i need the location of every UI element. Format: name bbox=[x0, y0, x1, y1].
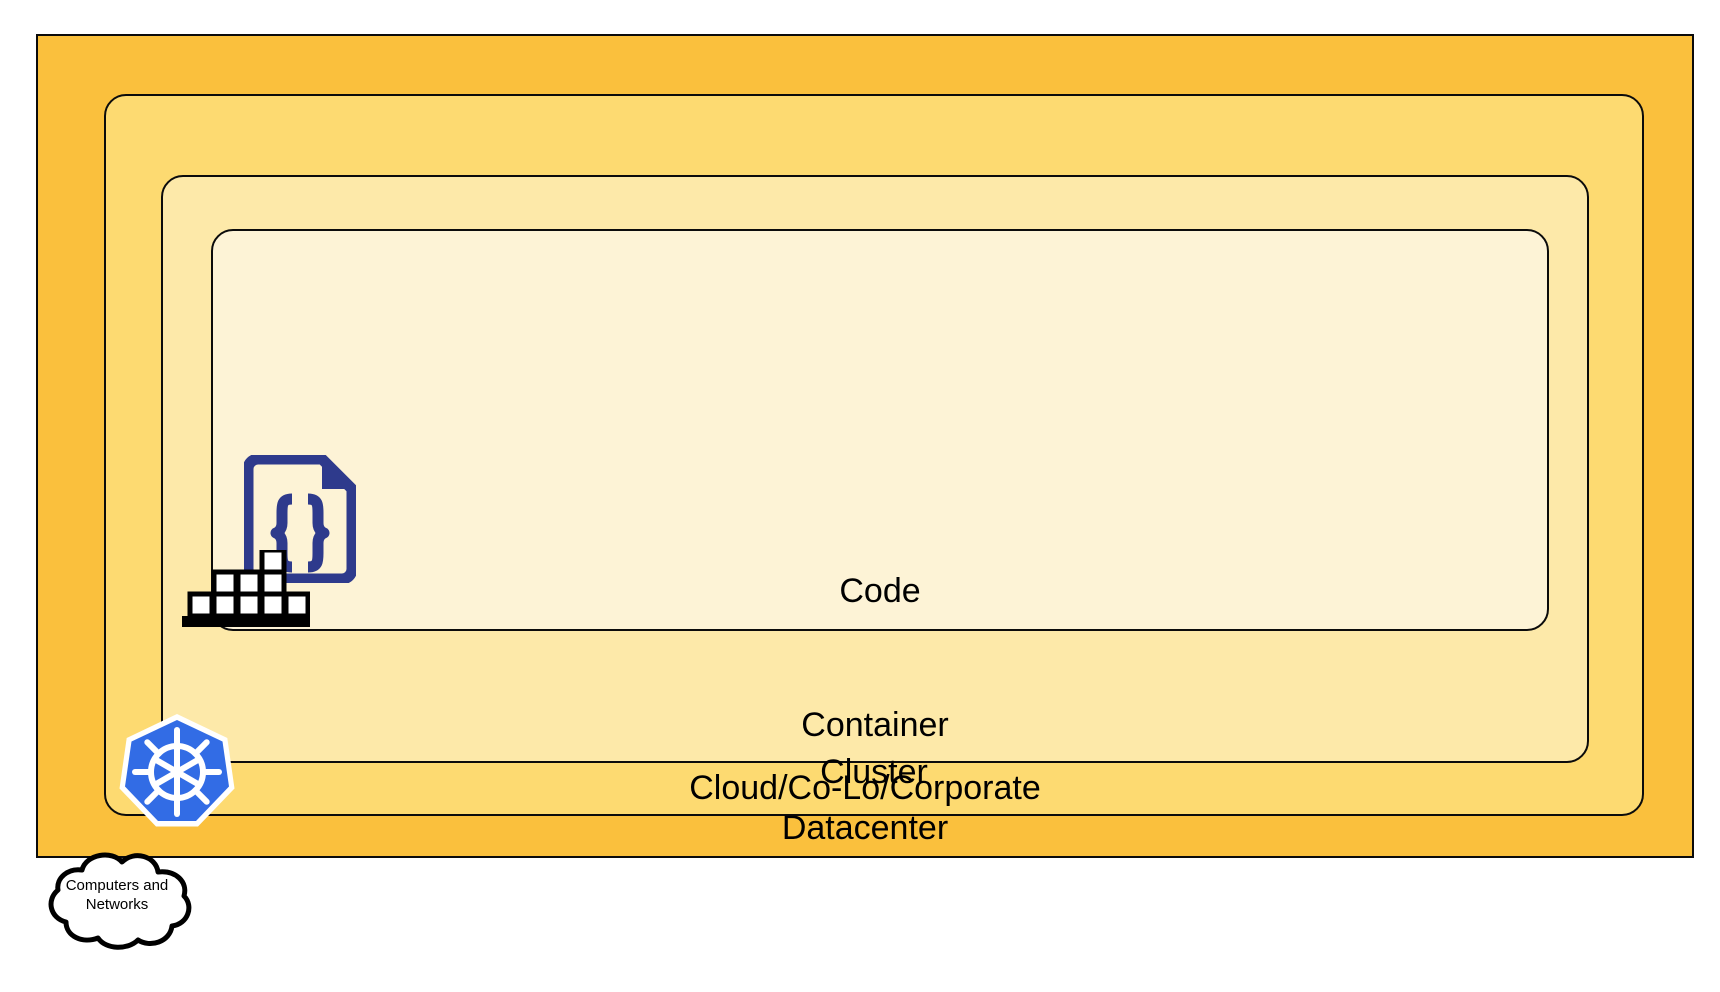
layer-label-cluster: Cluster bbox=[820, 752, 928, 791]
layer-container[interactable]: Code Container bbox=[161, 175, 1589, 763]
layer-label-code: Code bbox=[839, 571, 921, 610]
layer-label-datacenter: Cloud/Co-Lo/Corporate Datacenter bbox=[689, 769, 1041, 847]
cloud-callout-computers-and-networks[interactable]: Computers and Networks bbox=[38, 848, 196, 952]
layer-label-container: Container bbox=[801, 705, 949, 744]
container-stack-icon bbox=[182, 547, 311, 630]
layer-datacenter[interactable]: Code Container Cluster Cloud/Co-Lo/Corpo… bbox=[36, 34, 1694, 858]
kubernetes-icon bbox=[118, 713, 236, 831]
layer-code[interactable]: Code bbox=[211, 229, 1549, 631]
layer-cluster[interactable]: Code Container Cluster bbox=[104, 94, 1644, 816]
